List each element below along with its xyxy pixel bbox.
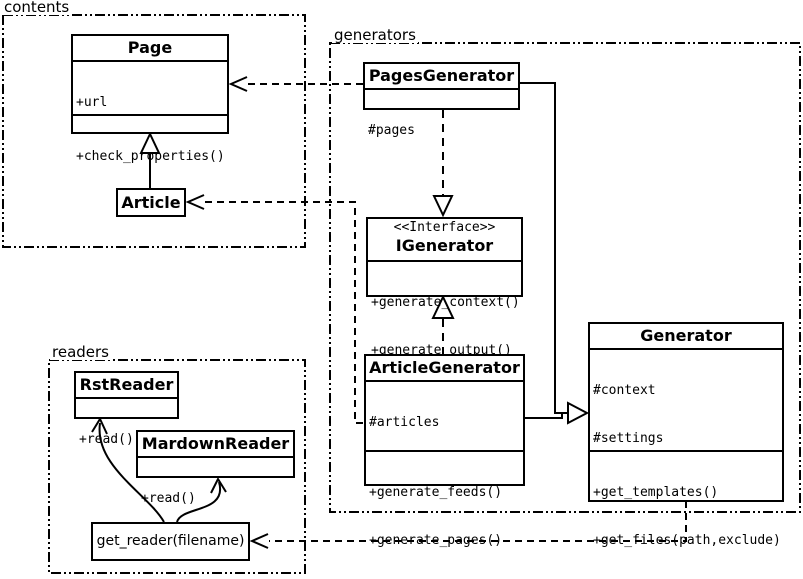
package-contents-label: contents [2,0,72,16]
class-pagesgenerator-attributes: #pages [365,90,518,172]
class-rstreader-name: RstReader [76,373,177,399]
method: +generate_feeds() [369,485,503,500]
attribute: #articles [369,415,440,430]
method: +get_files(path,exclude) [593,533,781,548]
association-getreader-rstreader [91,416,165,523]
class-generator-attributes: #context #settings #path #theme #output_… [590,350,782,450]
class-page: Page +url +slug +summary +check_properti… [71,34,229,164]
class-rstreader: RstReader +read() [74,371,179,447]
class-igenerator-stereotype: <<Interface>> [393,220,496,235]
package-generators-label: generators [332,26,418,44]
method: +get_templates() [593,485,719,500]
attribute: #pages [368,123,415,138]
generalization-article-page [139,131,161,188]
package-readers-border [48,359,306,574]
method: +check_properties() [76,149,225,164]
dependency-generator-getreader [249,501,687,549]
class-generator-methods: +get_templates() +get_files(path,exclude… [590,450,782,579]
class-generator: Generator #context #settings #path #them… [588,322,784,548]
class-article: Article [116,188,186,217]
package-contents-border [2,14,306,248]
class-igenerator: <<Interface>> IGenerator +generate_conte… [366,217,523,358]
class-generator-name: Generator [590,324,782,350]
class-article-name: Article [121,193,181,212]
method: +generate_pages() [369,533,503,548]
class-articlegenerator-methods: +generate_feeds() +generate_pages() [366,450,523,579]
package-readers-label: readers [50,343,111,361]
class-pagesgenerator-name: PagesGenerator [365,64,518,90]
class-rstreader-methods: +read() [76,399,177,481]
class-page-name: Page [73,36,227,62]
class-igenerator-name: IGenerator [395,236,494,255]
association-getreader-mardownreader [176,476,227,523]
class-articlegenerator-name: ArticleGenerator [366,356,523,382]
dependency-articlegenerator-article [185,194,364,424]
class-mardownreader-methods: +read() [138,458,293,540]
class-page-methods: +check_properties() [73,114,227,198]
class-mardownreader-name: MardownReader [138,432,293,458]
class-articlegenerator: ArticleGenerator #articles #dates #tags … [364,354,525,548]
realization-articlegenerator-igenerator [431,294,455,354]
class-articlegenerator-attributes: #articles #dates #tags #categories [366,382,523,450]
attribute: #context [593,383,656,398]
package-generators-border [329,42,801,513]
method: +generate_context() [371,295,520,310]
class-mardownreader: MardownReader +read() [136,430,295,506]
function-get-reader: get_reader(filename) [91,522,250,561]
class-pagesgenerator: PagesGenerator #pages [363,62,520,138]
generalization-generators-generator [520,82,590,425]
class-igenerator-header: <<Interface>> IGenerator [368,219,521,262]
method: +read() [141,491,196,506]
realization-pagesgenerator-igenerator [432,110,454,218]
method: +read() [79,432,134,447]
attribute: #settings [593,431,664,446]
attribute: +url [76,95,108,110]
class-page-attributes: +url +slug +summary [73,62,227,114]
dependency-pagesgenerator-page [228,76,363,92]
